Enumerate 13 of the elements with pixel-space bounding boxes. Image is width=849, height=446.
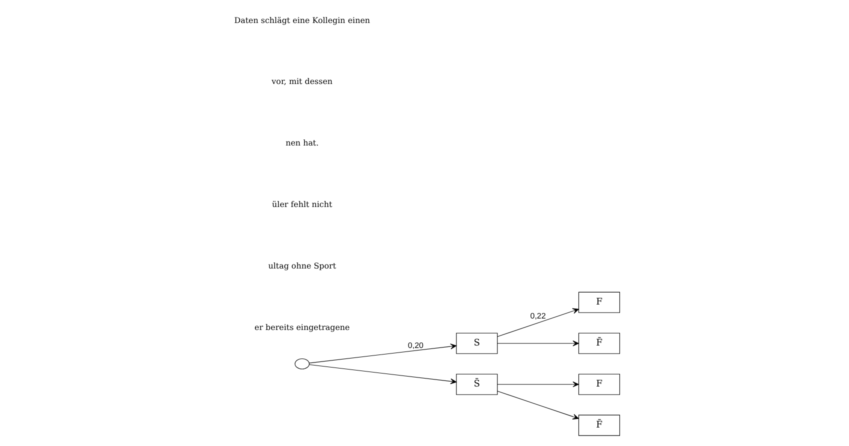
arrow xyxy=(497,308,579,337)
node-box: F̄ xyxy=(578,414,620,436)
arrow xyxy=(497,340,579,346)
node-box: F xyxy=(578,374,620,395)
node-box: F̄ xyxy=(578,332,620,354)
node-circle xyxy=(294,358,310,370)
node-box: F xyxy=(578,292,620,313)
arrow xyxy=(309,364,457,384)
node-box: S xyxy=(456,332,498,354)
arrow xyxy=(497,390,579,420)
arrow xyxy=(309,344,457,364)
arrow xyxy=(497,382,579,388)
node-box: S̄ xyxy=(456,374,498,395)
